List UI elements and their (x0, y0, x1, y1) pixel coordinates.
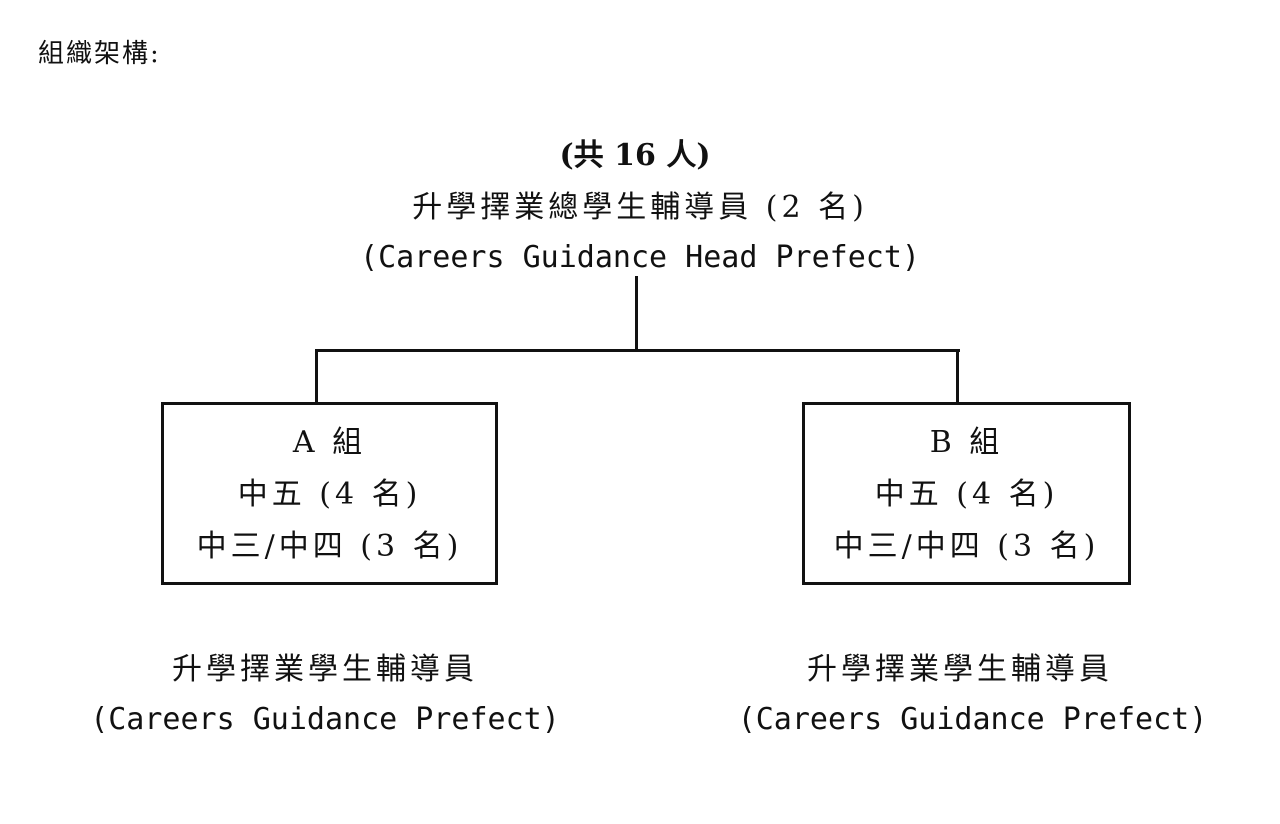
group-a-form3-4-count: 中三/中四 (3 名) (196, 529, 463, 564)
head-prefect-title-en: (Careers Guidance Head Prefect) (360, 240, 920, 275)
page-heading: 組織架構: (38, 39, 161, 69)
group-a-box: A 組 中五 (4 名) 中三/中四 (3 名) (161, 402, 498, 585)
connector-vertical-top (635, 276, 638, 352)
group-b-role-zh: 升學擇業學生輔導員 (807, 652, 1113, 687)
group-b-form5-count: 中五 (4 名) (874, 477, 1059, 512)
group-b-form3-4-count: 中三/中四 (3 名) (833, 529, 1100, 564)
connector-horizontal (315, 349, 960, 352)
group-a-role-zh: 升學擇業學生輔導員 (172, 652, 478, 687)
group-b-name: B 組 (929, 425, 1004, 460)
connector-vertical-left (315, 349, 318, 404)
group-a-role-en: (Careers Guidance Prefect) (90, 702, 560, 737)
group-a-name: A 組 (292, 425, 367, 460)
group-b-role-en: (Careers Guidance Prefect) (737, 702, 1208, 737)
connector-vertical-right (956, 349, 959, 404)
total-members-label: (共 16 人) (559, 138, 711, 173)
group-b-box: B 組 中五 (4 名) 中三/中四 (3 名) (802, 402, 1131, 585)
head-prefect-title-zh: 升學擇業總學生輔導員 (2 名) (412, 190, 868, 225)
group-a-form5-count: 中五 (4 名) (237, 477, 422, 512)
